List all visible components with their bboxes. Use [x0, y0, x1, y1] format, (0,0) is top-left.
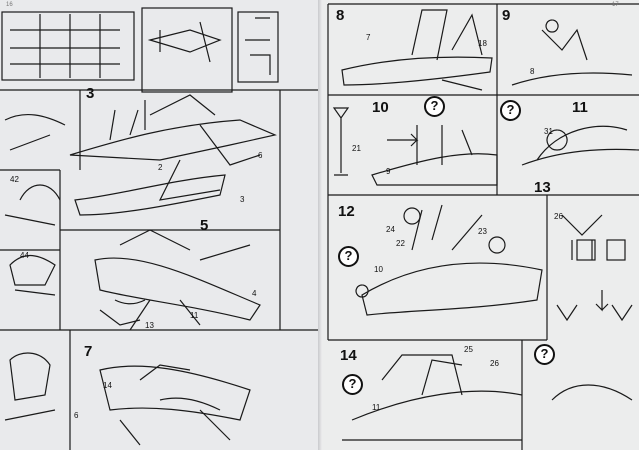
step-13-number: 13 — [534, 179, 551, 196]
right-page-number: 17 — [612, 2, 619, 8]
step-12-part-24: 24 — [386, 225, 395, 234]
left-page-number: 16 — [6, 2, 13, 8]
step-9-part-8: 8 — [530, 67, 535, 76]
help-symbol-icon: ? — [424, 96, 445, 117]
help-symbol-icon: ? — [342, 374, 363, 395]
step-7-number: 7 — [84, 343, 93, 360]
step-3-part-3: 3 — [240, 195, 245, 204]
step-14-part-11: 11 — [372, 403, 381, 412]
step-12-part-22: 22 — [396, 239, 405, 248]
step-10-part-9: 9 — [386, 167, 391, 176]
step-3-part-2: 2 — [158, 163, 163, 172]
step-12-part-10: 10 — [374, 265, 383, 274]
step-7-part-14: 14 — [103, 381, 112, 390]
left-page-line-art — [0, 7, 320, 450]
step-10-number: 10 — [372, 99, 389, 116]
step-12-part-23: 23 — [478, 227, 487, 236]
step-13-part-26: 26 — [554, 212, 563, 221]
step-3-part-6: 6 — [258, 151, 263, 160]
part-44: 44 — [20, 251, 29, 260]
step-12-number: 12 — [338, 203, 355, 220]
step-10-part-21: 21 — [352, 144, 361, 153]
step-14-part-26: 26 — [490, 359, 499, 368]
step-14-number: 14 — [340, 347, 357, 364]
step-11-part-31: 31 — [544, 127, 553, 136]
sprue-tree-b — [141, 7, 233, 93]
help-symbol-icon: ? — [534, 344, 555, 365]
help-symbol-icon: ? — [338, 246, 359, 267]
step-5-part-4: 4 — [252, 289, 257, 298]
sprue-tree-a — [1, 11, 135, 81]
right-instruction-page: 17 8 7 18 9 8 10 9 21 11 31 12 24 22 23 … — [322, 0, 639, 450]
right-page-line-art — [327, 3, 639, 450]
step-3-number: 3 — [86, 85, 95, 102]
left-instruction-page: 16 3 2 3 6 5 4 11 13 7 14 6 44 42 — [0, 0, 320, 450]
step-8-number: 8 — [336, 7, 345, 24]
step-8-part-7: 7 — [366, 33, 371, 42]
step-14-part-25: 25 — [464, 345, 473, 354]
step-5-part-13: 13 — [145, 321, 154, 330]
step-5-number: 5 — [200, 217, 209, 234]
step-5-part-11: 11 — [190, 311, 199, 320]
step-7-part-6: 6 — [74, 411, 79, 420]
step-9-number: 9 — [502, 7, 511, 24]
help-symbol-icon: ? — [500, 100, 521, 121]
part-42: 42 — [10, 175, 19, 184]
step-11-number: 11 — [572, 99, 588, 116]
step-8-part-18: 18 — [478, 39, 487, 48]
